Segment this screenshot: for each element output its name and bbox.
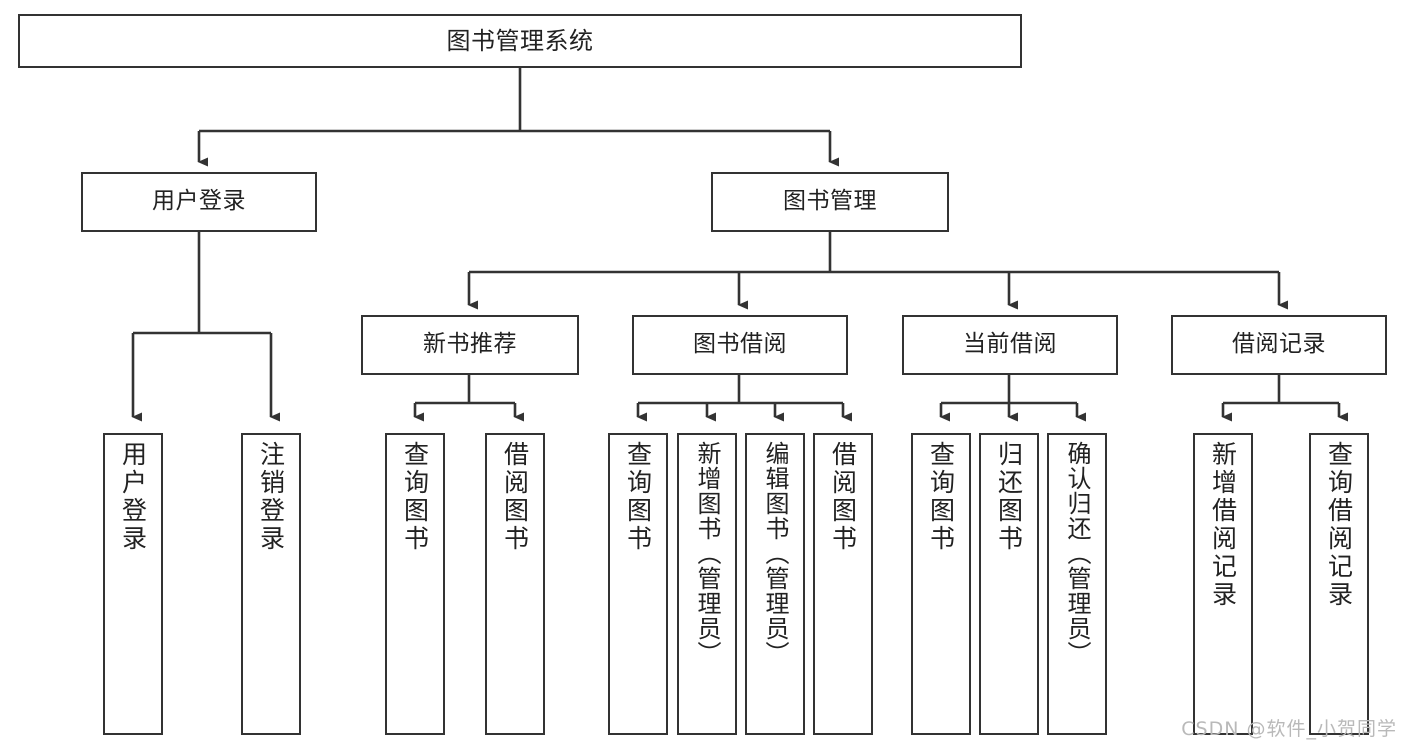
node-borrow-record[interactable]: 借阅记录 <box>1171 315 1387 375</box>
leaf-query-book-recommend[interactable]: 查询图书 <box>385 433 445 735</box>
node-new-book-recommend[interactable]: 新书推荐 <box>361 315 579 375</box>
node-label: 新书推荐 <box>423 331 517 358</box>
leaf-query-book-borrow[interactable]: 查询图书 <box>608 433 668 735</box>
node-label: 查询借阅记录 <box>1324 441 1354 609</box>
leaf-add-book-admin[interactable]: 新增图书（管理员） <box>677 433 737 735</box>
leaf-add-borrow-record[interactable]: 新增借阅记录 <box>1193 433 1253 735</box>
node-label: 借阅图书 <box>500 441 530 553</box>
leaf-edit-book-admin[interactable]: 编辑图书（管理员） <box>745 433 805 735</box>
node-label: 图书管理系统 <box>446 26 594 55</box>
node-label: 查询图书 <box>400 441 430 553</box>
node-label: 注销登录 <box>256 441 286 553</box>
node-label: 新增借阅记录 <box>1208 441 1238 609</box>
node-label: 查询图书 <box>926 441 956 553</box>
node-label: 图书管理 <box>783 188 877 215</box>
watermark-text: CSDN @软件_小贺同学 <box>1181 718 1397 740</box>
node-label: 当前借阅 <box>963 331 1057 358</box>
node-label: 图书借阅 <box>693 331 787 358</box>
node-label: 新增图书（管理员） <box>693 441 721 666</box>
leaf-user-login[interactable]: 用户登录 <box>103 433 163 735</box>
leaf-logout[interactable]: 注销登录 <box>241 433 301 735</box>
node-label: 确认归还（管理员） <box>1063 441 1091 666</box>
leaf-return-book[interactable]: 归还图书 <box>979 433 1039 735</box>
leaf-borrow-book[interactable]: 借阅图书 <box>813 433 873 735</box>
node-book-borrow[interactable]: 图书借阅 <box>632 315 848 375</box>
node-label: 用户登录 <box>118 441 148 553</box>
node-user-login[interactable]: 用户登录 <box>81 172 317 232</box>
node-label: 查询图书 <box>623 441 653 553</box>
node-label: 用户登录 <box>152 188 246 215</box>
leaf-borrow-book-recommend[interactable]: 借阅图书 <box>485 433 545 735</box>
node-label: 归还图书 <box>994 441 1024 553</box>
leaf-confirm-return-admin[interactable]: 确认归还（管理员） <box>1047 433 1107 735</box>
node-current-borrow[interactable]: 当前借阅 <box>902 315 1118 375</box>
node-label: 编辑图书（管理员） <box>761 441 789 666</box>
node-root-library-system[interactable]: 图书管理系统 <box>18 14 1022 68</box>
leaf-query-book-current[interactable]: 查询图书 <box>911 433 971 735</box>
node-label: 借阅图书 <box>828 441 858 553</box>
leaf-query-borrow-record[interactable]: 查询借阅记录 <box>1309 433 1369 735</box>
node-book-management[interactable]: 图书管理 <box>711 172 949 232</box>
node-label: 借阅记录 <box>1232 331 1326 358</box>
